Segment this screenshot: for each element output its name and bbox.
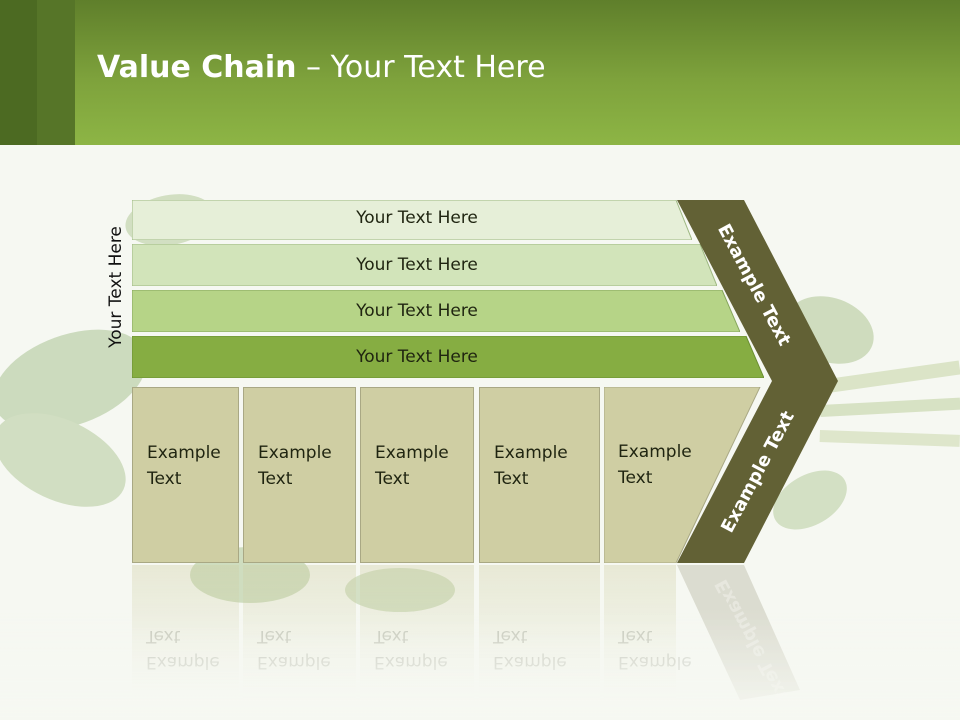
header-stripe — [37, 0, 75, 145]
bottom-fade — [0, 610, 960, 720]
title-bold: Value Chain — [97, 50, 297, 85]
title-rest: – Your Text Here — [296, 50, 546, 85]
support-row-label: Your Text Here — [356, 347, 478, 367]
support-row-label: Your Text Here — [356, 301, 478, 321]
support-row: Your Text Here — [132, 336, 764, 378]
support-row-label: Your Text Here — [356, 208, 478, 228]
support-row: Your Text Here — [132, 290, 740, 332]
support-row-label: Your Text Here — [356, 255, 478, 275]
header-bar: Value Chain – Your Text Here — [0, 0, 960, 145]
header-stripe — [0, 0, 37, 145]
support-row: Your Text Here — [132, 200, 692, 240]
slide-title: Value Chain – Your Text Here — [97, 50, 546, 85]
support-row: Your Text Here — [132, 244, 717, 286]
